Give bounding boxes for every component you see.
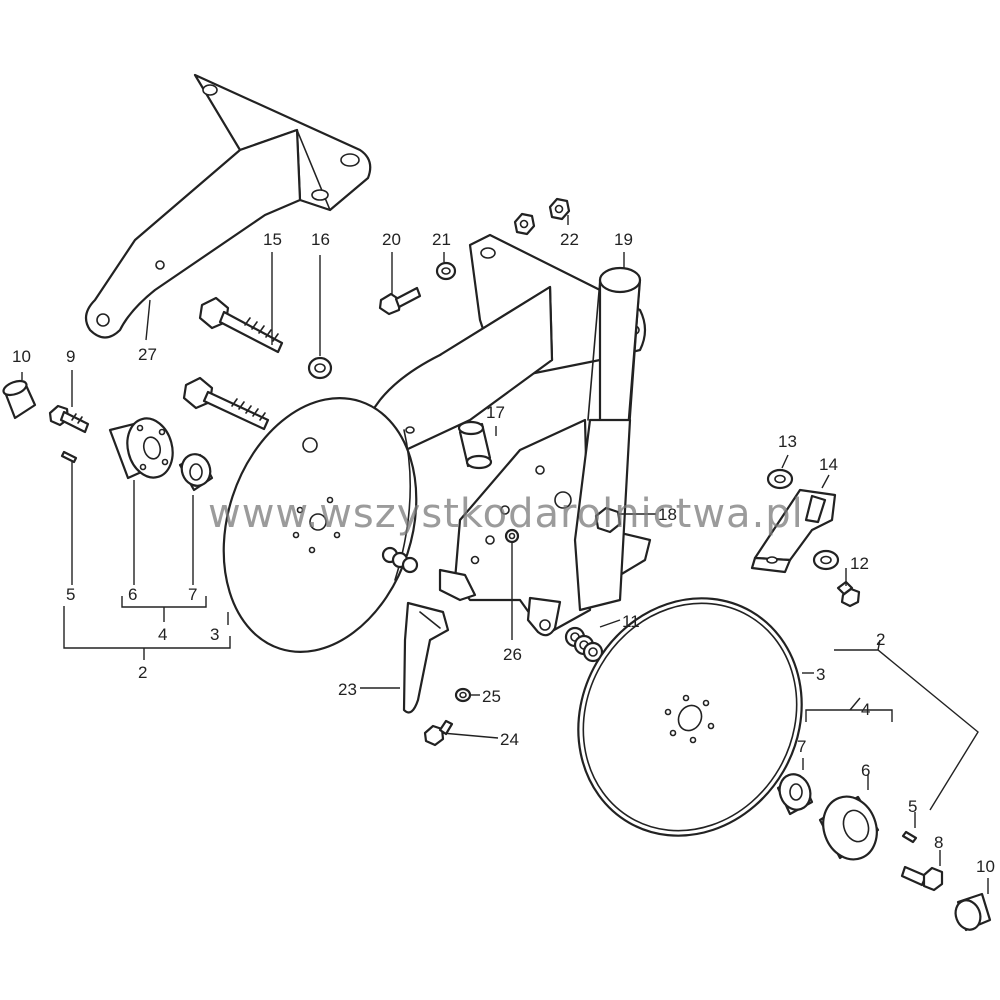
bolt-20 xyxy=(378,286,422,316)
spacer-17 xyxy=(457,420,493,470)
callout-18: 18 xyxy=(658,505,677,524)
hub-6-right xyxy=(818,795,880,861)
screw-5-right xyxy=(901,830,918,844)
callout-5-right: 5 xyxy=(908,797,917,816)
callout-4-right: 4 xyxy=(861,700,870,719)
bolt-15 xyxy=(198,296,284,354)
bolt-long-lower xyxy=(182,376,270,431)
callout-15: 15 xyxy=(263,230,282,249)
nut-22-b xyxy=(548,197,571,221)
callout-23: 23 xyxy=(338,680,357,699)
callout-3-right: 3 xyxy=(816,665,825,684)
callout-10-right: 10 xyxy=(976,857,995,876)
washer-13 xyxy=(766,468,794,490)
callout-6-left: 6 xyxy=(128,585,137,604)
callout-21: 21 xyxy=(432,230,451,249)
washer-16 xyxy=(307,356,333,380)
nut-25 xyxy=(454,687,472,703)
callout-13: 13 xyxy=(778,432,797,451)
watermark-text: www.wszystkodarolnictwa.pl xyxy=(208,491,804,537)
nut-26 xyxy=(504,528,520,544)
cap-10-right xyxy=(954,892,992,932)
callout-7-right: 7 xyxy=(797,737,806,756)
bolt-8 xyxy=(900,865,944,892)
hub-6-left xyxy=(108,417,174,480)
callout-5-left: 5 xyxy=(66,585,75,604)
washers-left-stack xyxy=(381,546,419,574)
callout-20: 20 xyxy=(382,230,401,249)
nut-22-a xyxy=(513,212,536,236)
callout-27: 27 xyxy=(138,345,157,364)
callouts: 27 15 16 20 21 22 19 10 9 17 18 13 14 12… xyxy=(12,230,995,876)
callout-10-left: 10 xyxy=(12,347,31,366)
disc-3-right xyxy=(577,597,803,837)
callout-12: 12 xyxy=(850,554,869,573)
callout-24: 24 xyxy=(500,730,519,749)
screw-5-left xyxy=(60,450,78,464)
bearing-7-right xyxy=(776,773,814,816)
callout-22: 22 xyxy=(560,230,579,249)
callout-3-left: 3 xyxy=(210,625,219,644)
callout-2-left: 2 xyxy=(138,663,147,682)
bolt-18 xyxy=(594,506,622,534)
callout-11: 11 xyxy=(622,612,640,631)
bearing-7-left xyxy=(178,453,214,492)
callout-19: 19 xyxy=(614,230,633,249)
bracket-14 xyxy=(750,488,837,574)
washers-11 xyxy=(564,626,604,663)
callout-8: 8 xyxy=(934,833,943,852)
callout-2-right: 2 xyxy=(876,630,885,649)
washer-21 xyxy=(435,261,457,281)
bolt-12 xyxy=(836,580,861,608)
callout-6-right: 6 xyxy=(861,761,870,780)
callout-17: 17 xyxy=(486,403,505,422)
callout-4-left: 4 xyxy=(158,625,167,644)
bracket-arm-27 xyxy=(84,73,372,339)
cap-10-left xyxy=(2,379,37,420)
washer-12 xyxy=(812,549,840,571)
callout-7-left: 7 xyxy=(188,585,197,604)
callout-16: 16 xyxy=(311,230,330,249)
leader-lines xyxy=(21,215,989,894)
disc-3-left xyxy=(222,397,418,653)
callout-9: 9 xyxy=(66,347,75,366)
callout-25: 25 xyxy=(482,687,501,706)
callout-26: 26 xyxy=(503,645,522,664)
callout-14: 14 xyxy=(819,455,838,474)
scraper-23 xyxy=(402,601,450,714)
bolt-9 xyxy=(48,404,90,434)
